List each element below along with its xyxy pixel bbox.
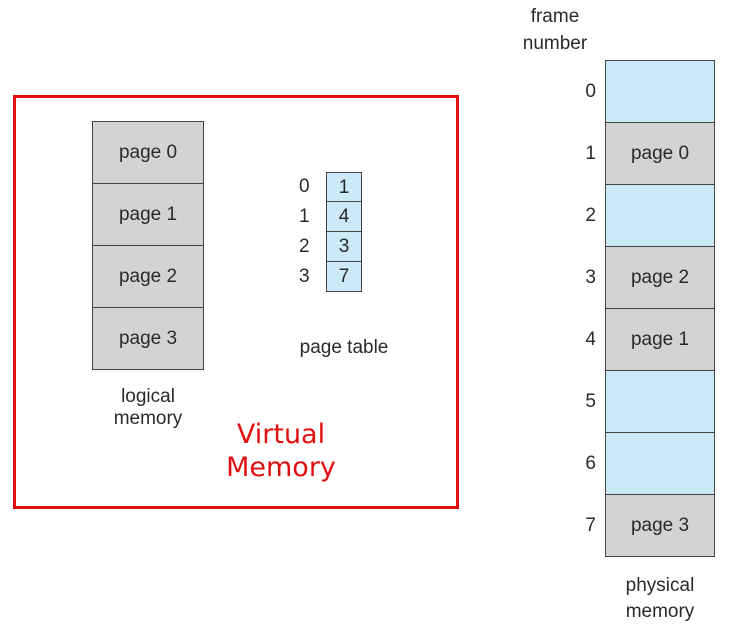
logical-memory-caption: logical memory bbox=[92, 386, 204, 430]
frame-content: page 1 bbox=[630, 328, 690, 350]
logical-caption-line2: memory bbox=[113, 408, 183, 429]
physical-frame-6: 6 bbox=[585, 433, 715, 495]
logical-page-3: page 3 bbox=[92, 308, 204, 370]
logical-page-1: page 1 bbox=[92, 184, 204, 246]
page-table: 0 1 1 4 2 3 3 7 bbox=[295, 172, 362, 292]
logical-caption-line1: logical bbox=[121, 386, 175, 407]
page-table-index: 0 bbox=[299, 176, 310, 197]
page-table-frame: 7 bbox=[326, 262, 362, 292]
physical-frame-7: 7 page 3 bbox=[585, 495, 715, 557]
physical-caption-line2: memory bbox=[625, 601, 695, 622]
logical-page-0: page 0 bbox=[92, 121, 204, 184]
frame-content: page 0 bbox=[630, 142, 690, 164]
physical-frame-3: 3 page 2 bbox=[585, 247, 715, 309]
logical-page-2: page 2 bbox=[92, 246, 204, 308]
virtual-label-line2: Memory bbox=[226, 452, 336, 483]
physical-frame-1: 1 page 0 bbox=[585, 123, 715, 185]
page-table-row: 3 7 bbox=[295, 262, 362, 292]
physical-frame-2: 2 bbox=[585, 185, 715, 247]
frame-number: 7 bbox=[585, 514, 596, 536]
frame-content: page 2 bbox=[630, 266, 690, 288]
page-table-frame: 1 bbox=[326, 172, 362, 202]
page-table-frame: 4 bbox=[326, 202, 362, 232]
physical-frame-4: 4 page 1 bbox=[585, 309, 715, 371]
frame-header-line1: frame bbox=[530, 6, 580, 27]
physical-frame-0: 0 bbox=[585, 60, 715, 123]
page-table-row: 2 3 bbox=[295, 232, 362, 262]
page-table-index: 2 bbox=[299, 236, 310, 257]
virtual-memory-label: Virtual Memory bbox=[211, 418, 351, 484]
frame-number: 5 bbox=[585, 390, 596, 412]
frame-number: 1 bbox=[585, 142, 596, 164]
frame-number: 2 bbox=[585, 204, 596, 226]
virtual-label-line1: Virtual bbox=[236, 419, 326, 450]
frame-content: page 3 bbox=[630, 514, 690, 536]
frame-number: 3 bbox=[585, 266, 596, 288]
page-table-frame: 3 bbox=[326, 232, 362, 262]
frame-number: 0 bbox=[585, 80, 596, 102]
logical-memory: page 0 page 1 page 2 page 3 bbox=[92, 121, 204, 370]
physical-memory-caption: physical memory bbox=[605, 573, 715, 625]
frame-number-header: frame number bbox=[505, 3, 605, 57]
virtual-memory-box bbox=[13, 95, 459, 509]
page-table-index: 3 bbox=[299, 266, 310, 287]
physical-caption-line1: physical bbox=[625, 575, 695, 596]
page-table-index: 1 bbox=[299, 206, 310, 227]
frame-number: 6 bbox=[585, 452, 596, 474]
physical-frame-5: 5 bbox=[585, 371, 715, 433]
frame-header-line2: number bbox=[522, 33, 588, 54]
page-table-caption: page table bbox=[299, 337, 389, 358]
page-table-row: 0 1 bbox=[295, 172, 362, 202]
page-table-row: 1 4 bbox=[295, 202, 362, 232]
physical-memory: 0 1 page 0 2 3 page 2 4 page 1 5 6 7 bbox=[585, 60, 715, 557]
frame-number: 4 bbox=[585, 328, 596, 350]
